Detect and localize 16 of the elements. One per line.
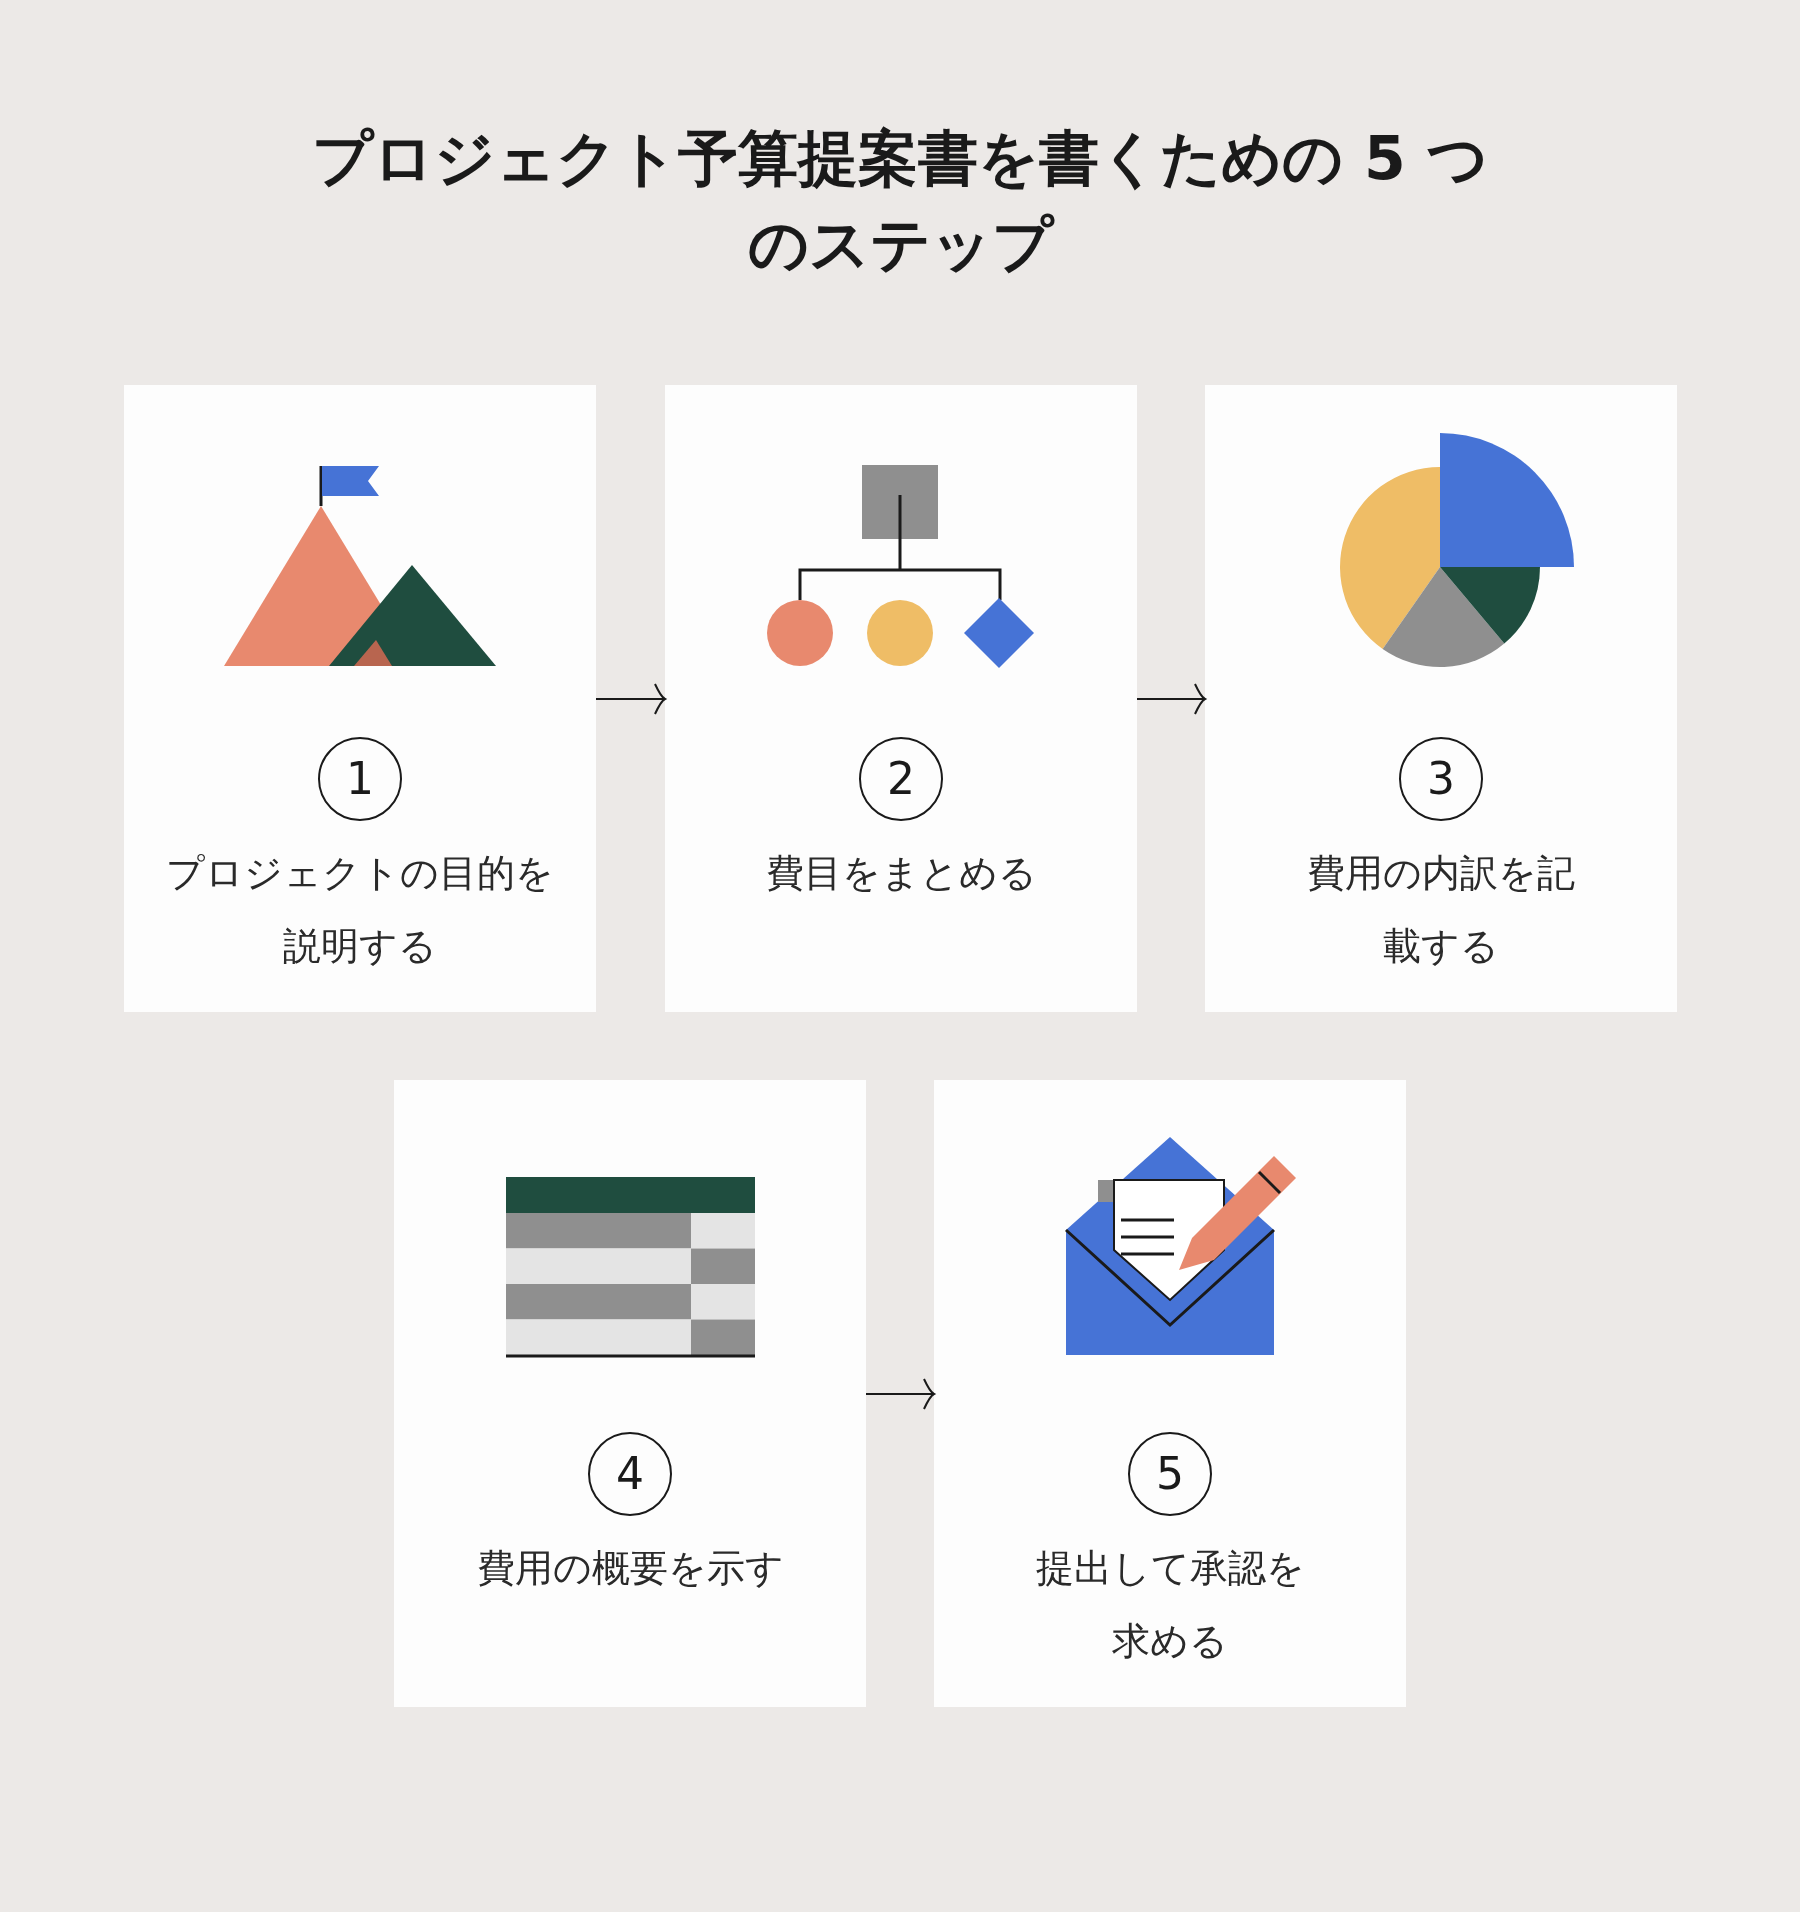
step-label: 費目をまとめる bbox=[764, 850, 1038, 897]
step-card bbox=[665, 385, 1137, 1012]
step-card bbox=[934, 1080, 1406, 1707]
step-number: 1 bbox=[318, 737, 402, 821]
title: プロジェクト予算提案書を書くための 5 つのステップ bbox=[311, 122, 1489, 281]
step-number: 5 bbox=[1128, 1432, 1212, 1516]
step-number: 3 bbox=[1399, 737, 1483, 821]
step-label: プロジェクトの目的を説明する bbox=[165, 850, 555, 970]
step-card bbox=[394, 1080, 866, 1707]
step-label: 費用の内訳を記載する bbox=[1306, 850, 1576, 970]
step-card bbox=[124, 385, 596, 1012]
step-number: 4 bbox=[588, 1432, 672, 1516]
step-number: 2 bbox=[859, 737, 943, 821]
step-card bbox=[1205, 385, 1677, 1012]
step-label: 提出して承認を求める bbox=[1034, 1545, 1306, 1665]
step-label: 費用の概要を示す bbox=[475, 1545, 785, 1592]
